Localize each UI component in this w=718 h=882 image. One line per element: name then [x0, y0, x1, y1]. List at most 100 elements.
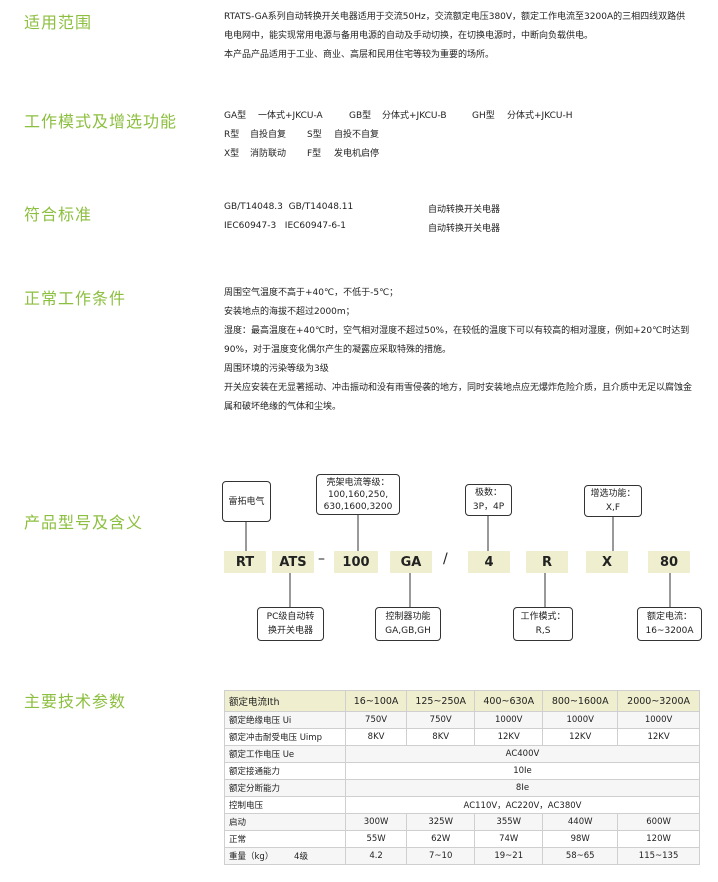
table-cell: 1000V	[542, 711, 619, 729]
model-box-extra-text: 增选功能： X,F	[590, 489, 636, 513]
table-cell: 58~65	[542, 847, 619, 865]
table-row: 控制电压 AC110V，AC220V，AC380V	[224, 796, 700, 814]
table-cell: 62W	[406, 830, 476, 848]
mode-f-desc: 发电机启停	[334, 149, 380, 159]
table-row: 额定绝缘电压 Ui 750V 750V 1000V 1000V 1000V	[224, 711, 700, 729]
mode-gh-type: GH型	[472, 111, 495, 121]
mode-x-desc: 消防联动	[250, 149, 287, 159]
model-separator-dash: –	[318, 551, 325, 567]
mode-ga-desc: 一体式+JKCU-A	[258, 111, 323, 121]
model-box-rated-text: 额定电流： 16~3200A	[645, 612, 694, 636]
table-cell: 1000V	[474, 711, 544, 729]
weight-label: 重量（kg）	[229, 852, 274, 862]
model-box-frame: 壳架电流等级： 100,160,250, 630,1600,3200	[316, 474, 400, 515]
condition-line-4: 周围环境的污染等级为3级	[224, 364, 329, 374]
row-label: 正常	[224, 830, 346, 848]
table-cell: 325W	[406, 813, 476, 831]
params-header-col-3: 400~630A	[474, 690, 544, 712]
scope-text: RTATS-GA系列自动转换开关电器适用于交流50Hz，交流额定电压380V，额…	[224, 8, 694, 65]
heading-modes: 工作模式及增选功能	[24, 112, 178, 131]
mode-x-type: X型	[224, 149, 240, 159]
scope-line-2: 本产品产品适用于工业、商业、高层和民用住宅等较为重要的场所。	[224, 50, 495, 60]
table-row: 重量（kg） 4级 4.2 7~10 19~21 58~65 115~135	[224, 847, 700, 865]
standard-code-1: GB/T14048.3 GB/T14048.11	[224, 202, 354, 212]
model-box-poles-text: 极数： 3P，4P	[472, 488, 505, 512]
row-label: 启动	[224, 813, 346, 831]
table-cell: 55W	[344, 830, 408, 848]
params-table: 额定电流Ith 16~100A 125~250A 400~630A 800~16…	[224, 690, 700, 865]
model-code-poles: 4	[468, 551, 510, 573]
mode-gb-type: GB型	[349, 111, 372, 121]
table-cell: 1000V	[617, 711, 700, 729]
mode-s-desc: 自投不自复	[334, 130, 380, 140]
table-cell: 440W	[542, 813, 619, 831]
mode-f-type: F型	[307, 149, 322, 159]
table-row: 额定分断能力 8Ie	[224, 779, 700, 797]
row-label: 额定接通能力	[224, 762, 346, 780]
condition-line-1: 周围空气温度不高于+40℃，不低于-5℃；	[224, 288, 399, 298]
row-label: 重量（kg） 4级	[224, 847, 346, 865]
params-header-label: 额定电流Ith	[224, 690, 346, 712]
condition-line-5: 开关应安装在无显著摇动、冲击振动和没有雨雪侵袭的地方，同时安装地点应无爆炸危险介…	[224, 383, 693, 412]
standard-name-2: 自动转换开关电器	[428, 224, 501, 234]
table-cell: 750V	[406, 711, 476, 729]
mode-ga-type: GA型	[224, 111, 247, 121]
params-header-col-5: 2000~3200A	[617, 690, 700, 712]
model-code-current: 100	[334, 551, 378, 573]
heading-conditions: 正常工作条件	[24, 289, 127, 308]
condition-line-2: 安装地点的海拔不超过2000m；	[224, 307, 355, 317]
table-cell-merged: 8Ie	[345, 779, 700, 797]
standard-code-2: IEC60947-3 IEC60947-6-1	[224, 221, 347, 231]
model-code-extra: X	[586, 551, 628, 573]
table-cell: 12KV	[542, 728, 619, 746]
table-cell: 115~135	[617, 847, 700, 865]
model-box-rated: 额定电流： 16~3200A	[637, 607, 702, 641]
table-cell: 600W	[617, 813, 700, 831]
model-code-controller: GA	[390, 551, 432, 573]
table-cell: 8KV	[406, 728, 476, 746]
table-cell: 300W	[344, 813, 408, 831]
model-code-rt: RT	[224, 551, 266, 573]
model-separator-slash: /	[443, 551, 448, 567]
model-box-frame-text: 壳架电流等级： 100,160,250, 630,1600,3200	[323, 477, 393, 512]
table-cell: 120W	[617, 830, 700, 848]
mode-gh-desc: 分体式+JKCU-H	[507, 111, 573, 121]
model-box-controller-text: 控制器功能 GA,GB,GH	[385, 612, 431, 636]
heading-params: 主要技术参数	[24, 692, 127, 711]
heading-model: 产品型号及含义	[24, 513, 144, 532]
table-cell-merged: 10Ie	[345, 762, 700, 780]
table-row: 额定冲击耐受电压 Uimp 8KV 8KV 12KV 12KV 12KV	[224, 728, 700, 746]
model-box-brand: 雷拓电气	[222, 481, 271, 522]
model-code-rated: 80	[648, 551, 690, 573]
table-cell: 74W	[474, 830, 544, 848]
standard-name-1: 自动转换开关电器	[428, 205, 501, 215]
params-header-col-1: 16~100A	[344, 690, 408, 712]
params-header-col-4: 800~1600A	[542, 690, 619, 712]
table-cell: 98W	[542, 830, 619, 848]
row-label: 额定冲击耐受电压 Uimp	[224, 728, 346, 746]
table-cell-merged: AC400V	[345, 745, 700, 763]
mode-r-type: R型	[224, 130, 240, 140]
row-label: 额定绝缘电压 Ui	[224, 711, 346, 729]
model-box-extra: 增选功能： X,F	[584, 485, 642, 517]
model-code-ats: ATS	[272, 551, 314, 573]
table-cell-merged: AC110V，AC220V，AC380V	[345, 796, 700, 814]
params-header-col-2: 125~250A	[406, 690, 476, 712]
model-box-brand-text: 雷拓电气	[228, 496, 265, 507]
model-box-controller: 控制器功能 GA,GB,GH	[375, 607, 441, 641]
table-cell: 750V	[344, 711, 408, 729]
table-cell: 12KV	[617, 728, 700, 746]
model-box-pc-text: PC级自动转 换开关电器	[266, 612, 315, 636]
row-label: 控制电压	[224, 796, 346, 814]
heading-standards: 符合标准	[24, 205, 93, 224]
table-row: 额定工作电压 Ue AC400V	[224, 745, 700, 763]
mode-gb-desc: 分体式+JKCU-B	[382, 111, 447, 121]
model-box-mode-text: 工作模式： R,S	[520, 612, 566, 636]
model-box-mode: 工作模式： R,S	[513, 607, 573, 641]
model-code-mode: R	[526, 551, 568, 573]
conditions-text: 周围空气温度不高于+40℃，不低于-5℃； 安装地点的海拔不超过2000m； 湿…	[224, 284, 694, 417]
table-cell: 12KV	[474, 728, 544, 746]
row-label: 额定分断能力	[224, 779, 346, 797]
scope-line-1: RTATS-GA系列自动转换开关电器适用于交流50Hz，交流额定电压380V，额…	[224, 12, 686, 41]
